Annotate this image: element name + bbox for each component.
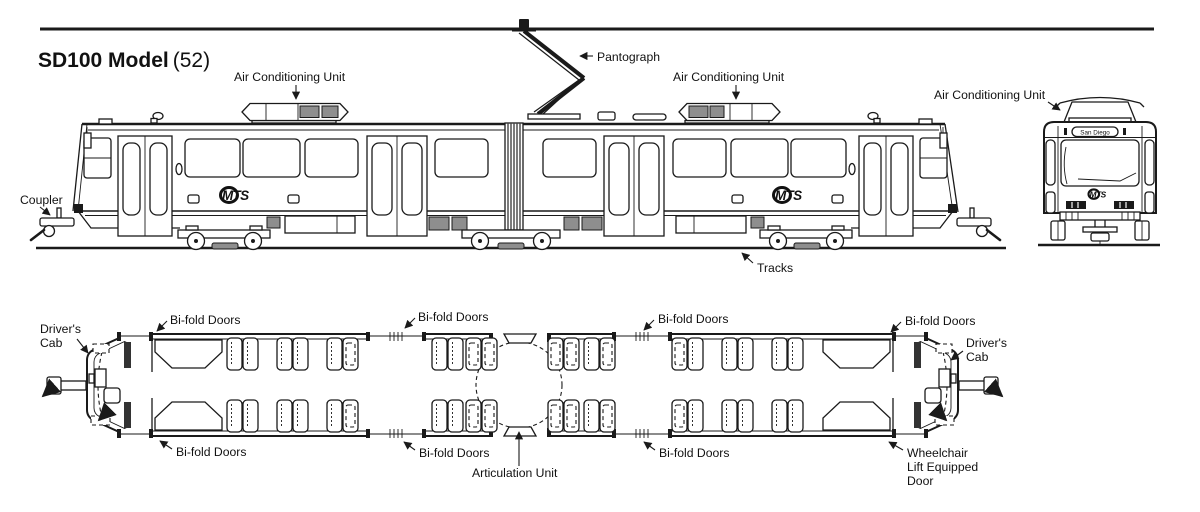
bifold-door-side-2: [366, 135, 428, 237]
label-pantograph: Pantograph: [597, 50, 660, 64]
mts-logo-right: MTS: [772, 186, 803, 204]
tracks-leader: [741, 252, 754, 264]
front-side-window: [1144, 139, 1155, 186]
plan-coupler-right: [958, 376, 1004, 398]
label-drivers-cab-right: Driver's Cab: [966, 336, 1010, 364]
mts-logo-text: MTS: [222, 188, 249, 203]
mts-logo-text: MTS: [775, 188, 802, 203]
side-windows: [83, 137, 948, 179]
wiper-left: [1063, 146, 1068, 185]
label-drivers-cab-left: Driver's Cab: [40, 322, 84, 350]
label-bifold-top-midright: Bi-fold Doors: [658, 312, 728, 326]
plan-coupler-left: [41, 376, 87, 398]
mts-logo-text: MTS: [1089, 189, 1106, 199]
bench-seat: [822, 339, 891, 369]
label-air-conditioning-unit-front: Air Conditioning Unit: [934, 88, 1046, 102]
label-wheelchair-door: Wheelchair Lift Equipped Door: [907, 446, 982, 488]
bifold-door-side-4: [858, 135, 914, 237]
bifold-bottom-left-leader: [159, 440, 173, 450]
bogie-left: [177, 225, 271, 251]
label-bifold-bottom-midright: Bi-fold Doors: [659, 446, 729, 460]
label-bifold-bottom-mid: Bi-fold Doors: [419, 446, 489, 460]
label-air-conditioning-unit-left: Air Conditioning Unit: [234, 70, 346, 84]
badge: [831, 194, 844, 204]
bench-seat: [154, 339, 223, 369]
side-view-drawing: MTS MTS: [20, 19, 1154, 275]
rearview-mirror-right: [939, 127, 948, 149]
ac-unit-right-drawing: [678, 102, 781, 124]
bifold-top-midleft-leader: [404, 317, 416, 329]
bifold-door-side-3: [603, 135, 665, 237]
destination-sign-text: San Diego: [1080, 130, 1110, 137]
mts-logo-front: MTS: [1087, 188, 1107, 200]
drivers-cab-left-leader: [76, 338, 89, 354]
bifold-bottom-mid-leader: [403, 441, 416, 451]
plan-doors-top: [117, 332, 928, 341]
wiper-right: [1077, 172, 1137, 182]
anticlimber-left: [74, 204, 83, 213]
bogie-right: [759, 225, 853, 251]
roof-equipment: [98, 102, 933, 125]
drivers-cab-left-drawing: [88, 342, 131, 428]
page-title: SD100 Model(52): [38, 49, 210, 72]
rearview-mirror-left: [83, 127, 92, 149]
plan-doors-bottom: [117, 429, 928, 438]
bench-seat: [154, 401, 223, 431]
label-coupler: Coupler: [20, 193, 63, 207]
front-view-drawing: San Diego MTS Air Conditioning Unit: [934, 88, 1160, 247]
bench-seat: [822, 401, 891, 431]
headlights: [1066, 201, 1134, 209]
label-air-conditioning-unit-right: Air Conditioning Unit: [673, 70, 785, 84]
windshield: [1060, 139, 1140, 187]
bifold-top-midright-leader: [643, 319, 655, 331]
label-articulation-unit: Articulation Unit: [472, 466, 558, 480]
coupler-right-drawing: [956, 207, 1002, 242]
label-tracks: Tracks: [757, 261, 793, 275]
articulation-bellows: [504, 122, 524, 231]
horn-left: [150, 111, 164, 124]
pantograph-drawing: [512, 19, 586, 120]
badge: [731, 194, 744, 204]
bifold-door-side-1: [117, 135, 173, 237]
front-side-window: [1045, 139, 1056, 186]
ac-unit-left-drawing: [241, 102, 349, 124]
label-bifold-top-midleft: Bi-fold Doors: [418, 310, 488, 324]
anticlimber-right: [948, 204, 957, 213]
badge: [187, 194, 200, 204]
front-undercarriage: [1050, 218, 1150, 244]
label-bifold-top-right: Bi-fold Doors: [905, 314, 975, 328]
drivers-cab-right-drawing: [914, 342, 957, 428]
front-anticlimber: [1059, 211, 1141, 221]
bifold-top-left-leader: [156, 320, 168, 332]
mts-logo-left: MTS: [219, 186, 250, 204]
coupler-left-drawing: [29, 207, 75, 242]
door-control-left: [175, 162, 183, 176]
coupler-leader: [39, 206, 51, 216]
horn-right: [867, 111, 881, 124]
destination-sign: San Diego: [1064, 126, 1126, 138]
drivers-cab-right-leader: [950, 350, 964, 361]
door-control-right: [848, 162, 856, 176]
badge: [287, 194, 300, 204]
front-side-panel: [1144, 191, 1155, 214]
bifold-top-right-leader: [890, 321, 902, 333]
front-side-panel: [1045, 191, 1056, 214]
label-bifold-top-left: Bi-fold Doors: [170, 313, 240, 327]
wheelchair-leader: [888, 441, 904, 451]
label-bifold-bottom-left: Bi-fold Doors: [176, 445, 246, 459]
bifold-bottom-midright-leader: [643, 441, 656, 451]
bogie-center: [461, 229, 561, 251]
plan-view-drawing: Driver's Cab Bi-fold Doors Bi-fold Doors…: [40, 310, 1010, 488]
ac-unit-front-drawing: [1055, 96, 1145, 123]
ac-front-leader: [1047, 101, 1061, 111]
